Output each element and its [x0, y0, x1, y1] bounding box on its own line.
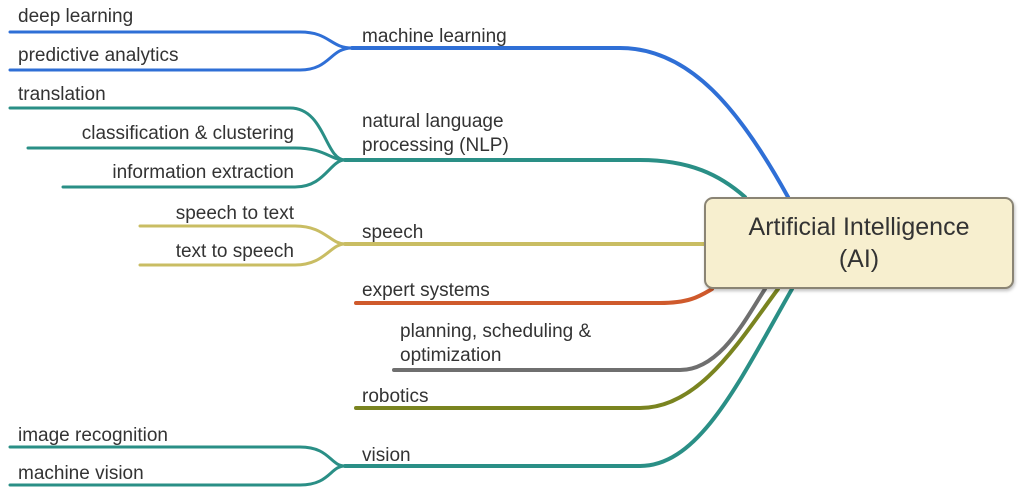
- central-node-subtitle: (AI): [838, 245, 880, 273]
- connector-expert-systems: [354, 287, 714, 305]
- branch-nlp-line1: natural language: [362, 111, 504, 132]
- branch-planning-line1: planning, scheduling &: [400, 321, 592, 342]
- connector-vision: [343, 287, 794, 468]
- leaf-classification-clustering[interactable]: classification & clustering: [81, 123, 294, 144]
- branch-machine-learning[interactable]: machine learning: [362, 26, 507, 47]
- central-node-title: Artificial Intelligence: [748, 213, 970, 241]
- leaf-image-recognition[interactable]: image recognition: [18, 425, 168, 446]
- branch-expert-systems[interactable]: expert systems: [362, 280, 490, 301]
- leaf-predictive-analytics[interactable]: predictive analytics: [18, 45, 179, 66]
- leaf-deep-learning[interactable]: deep learning: [18, 6, 134, 27]
- connector-information-extraction: [61, 158, 347, 189]
- connector-predictive-analytics: [8, 46, 354, 72]
- connector-classification: [26, 146, 347, 162]
- branch-nlp[interactable]: natural language processing (NLP): [362, 110, 509, 158]
- leaf-machine-vision[interactable]: machine vision: [18, 463, 144, 484]
- branch-planning[interactable]: planning, scheduling & optimization: [400, 320, 591, 368]
- connector-robotics: [354, 287, 780, 410]
- leaf-translation[interactable]: translation: [18, 84, 106, 105]
- leaf-text-to-speech[interactable]: text to speech: [175, 241, 294, 262]
- connector-machine-learning: [350, 46, 790, 199]
- leaf-information-extraction[interactable]: information extraction: [112, 162, 294, 183]
- branch-planning-line2: optimization: [400, 345, 502, 366]
- central-node-ai[interactable]: Artificial Intelligence (AI): [704, 197, 1014, 289]
- connector-nlp: [343, 158, 747, 199]
- branch-speech[interactable]: speech: [362, 222, 424, 243]
- connector-machine-vision: [8, 464, 347, 487]
- branch-nlp-line2: processing (NLP): [362, 135, 509, 156]
- leaf-speech-to-text[interactable]: speech to text: [175, 203, 294, 224]
- branch-vision[interactable]: vision: [362, 445, 411, 466]
- connector-planning: [392, 287, 767, 372]
- branch-robotics[interactable]: robotics: [362, 386, 429, 407]
- connector-text-to-speech: [138, 242, 347, 267]
